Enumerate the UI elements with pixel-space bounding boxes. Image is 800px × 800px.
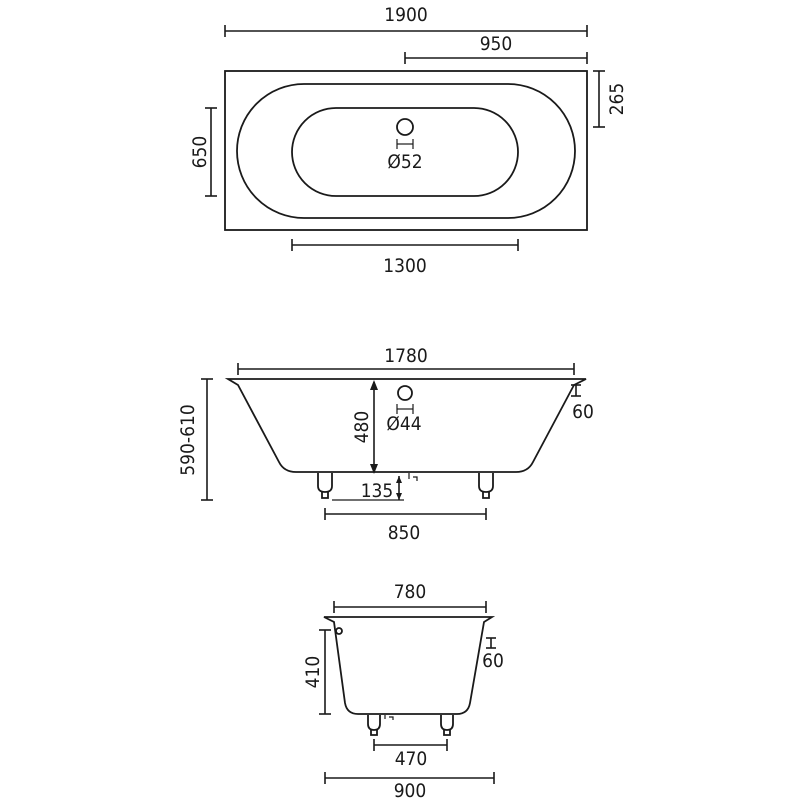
total-height-label: 590-610 — [177, 404, 199, 475]
rim-thickness-label-end: 60 — [482, 650, 504, 672]
side-view: Ø44 1780 480 590-610 60 135 850 — [177, 345, 594, 544]
overall-length-label: 1900 — [384, 4, 428, 26]
top-length-label: 1780 — [384, 345, 428, 367]
drain-hole — [396, 118, 414, 136]
drain-offset-label: 265 — [606, 83, 628, 116]
overflow-hole-end — [335, 627, 343, 635]
half-length-label: 950 — [480, 33, 513, 55]
overflow-hole — [397, 385, 413, 401]
tub-profile-side — [224, 378, 587, 473]
end-view: 780 410 60 470 900 — [302, 581, 504, 800]
leg-left-side — [317, 473, 333, 493]
tub-basin-top — [291, 107, 519, 197]
overall-width-label-end: 900 — [394, 780, 427, 800]
waste-outlet — [408, 473, 418, 481]
depth-label-end: 410 — [302, 656, 324, 689]
drain-diameter-label: Ø52 — [387, 151, 422, 173]
leg-right-end — [440, 715, 454, 731]
leg-spacing-label-side: 850 — [388, 522, 421, 544]
depth-label: 480 — [351, 411, 373, 444]
top-view: Ø52 1900 950 650 265 1300 — [189, 4, 628, 277]
tub-profile-end — [323, 616, 496, 715]
leg-height-label: 135 — [361, 480, 394, 502]
rim-thickness-label-side: 60 — [572, 401, 594, 423]
overall-width-label: 650 — [189, 136, 211, 169]
leg-left-end — [367, 715, 381, 731]
inner-length-label: 1300 — [383, 255, 427, 277]
overflow-diameter-label: Ø44 — [386, 413, 421, 435]
tub-outline-top — [224, 70, 588, 231]
leg-right-side — [478, 473, 494, 493]
tub-rim-inner-top — [236, 83, 576, 219]
leg-spacing-label-end: 470 — [395, 748, 428, 770]
top-width-label: 780 — [394, 581, 427, 603]
